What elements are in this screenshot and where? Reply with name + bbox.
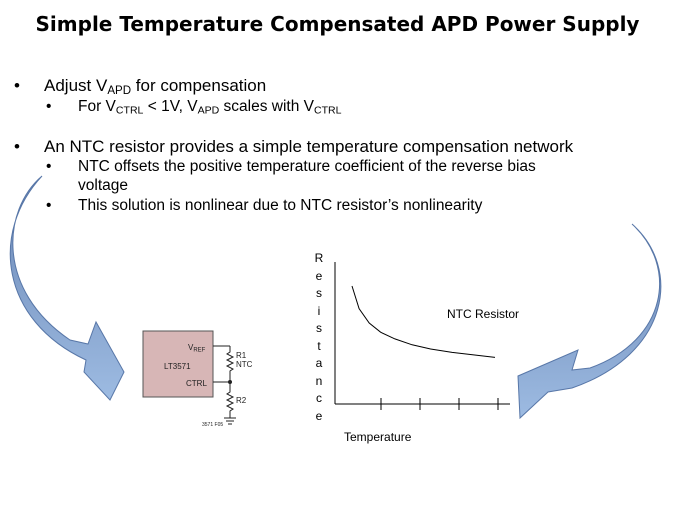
sub-bullet-text: NTC offsets the positive temperature coe… — [78, 158, 536, 194]
y-axis-label-letter: s — [316, 286, 322, 300]
y-axis-label-letter: n — [315, 373, 323, 388]
ctrl-pin-label: CTRL — [186, 379, 207, 388]
r2-resistor — [225, 382, 235, 418]
y-axis-label-letter: c — [316, 391, 322, 405]
y-axis-label-letter: t — [317, 338, 321, 353]
x-axis-label: Temperature — [344, 430, 412, 444]
page-title: Simple Temperature Compensated APD Power… — [35, 12, 640, 36]
bullet-text: An NTC resistor provides a simple temper… — [44, 137, 574, 156]
x-ticks — [380, 398, 499, 410]
y-axis-label-letter: e — [315, 408, 323, 423]
figure-number: 3571 F05 — [202, 422, 223, 428]
ntc-chart — [334, 262, 510, 410]
y-axis-label-letter: R — [314, 251, 324, 265]
sub-bullet-text: For VCTRL < 1V, VAPD scales with VCTRL — [78, 98, 342, 117]
y-axis-label-letter: a — [315, 356, 323, 370]
y-axis-label-letter: s — [316, 321, 322, 335]
ntc-label: NTC — [236, 360, 253, 369]
bullet-dot: • — [46, 197, 52, 214]
bullet-dot: • — [46, 98, 52, 115]
lt3571-schematic: LT3571 VREF CTRL R1 NTC R2 3571 F05 — [142, 330, 253, 428]
left-curved-arrow — [9, 175, 125, 401]
ntc-resistance-curve — [351, 285, 496, 358]
lt3571-chip — [142, 330, 214, 398]
y-axis-label-letter: e — [315, 268, 323, 283]
bullet-dot: • — [46, 158, 52, 175]
chip-label: LT3571 — [164, 362, 191, 371]
bullet-text: Adjust VAPD for compensation — [44, 76, 267, 97]
curve-annotation: NTC Resistor — [447, 307, 520, 321]
bullet-dot: • — [14, 137, 20, 156]
vref-pin-label: VREF — [188, 343, 206, 354]
sub-bullet-text: This solution is nonlinear due to NTC re… — [78, 197, 483, 214]
bullet-dot: • — [14, 76, 20, 95]
r1-ntc-resistor — [225, 346, 235, 382]
r1-label: R1 — [236, 351, 247, 360]
y-axis-label-letter: i — [317, 303, 321, 318]
right-curved-arrow — [517, 223, 662, 420]
r2-label: R2 — [236, 396, 247, 405]
